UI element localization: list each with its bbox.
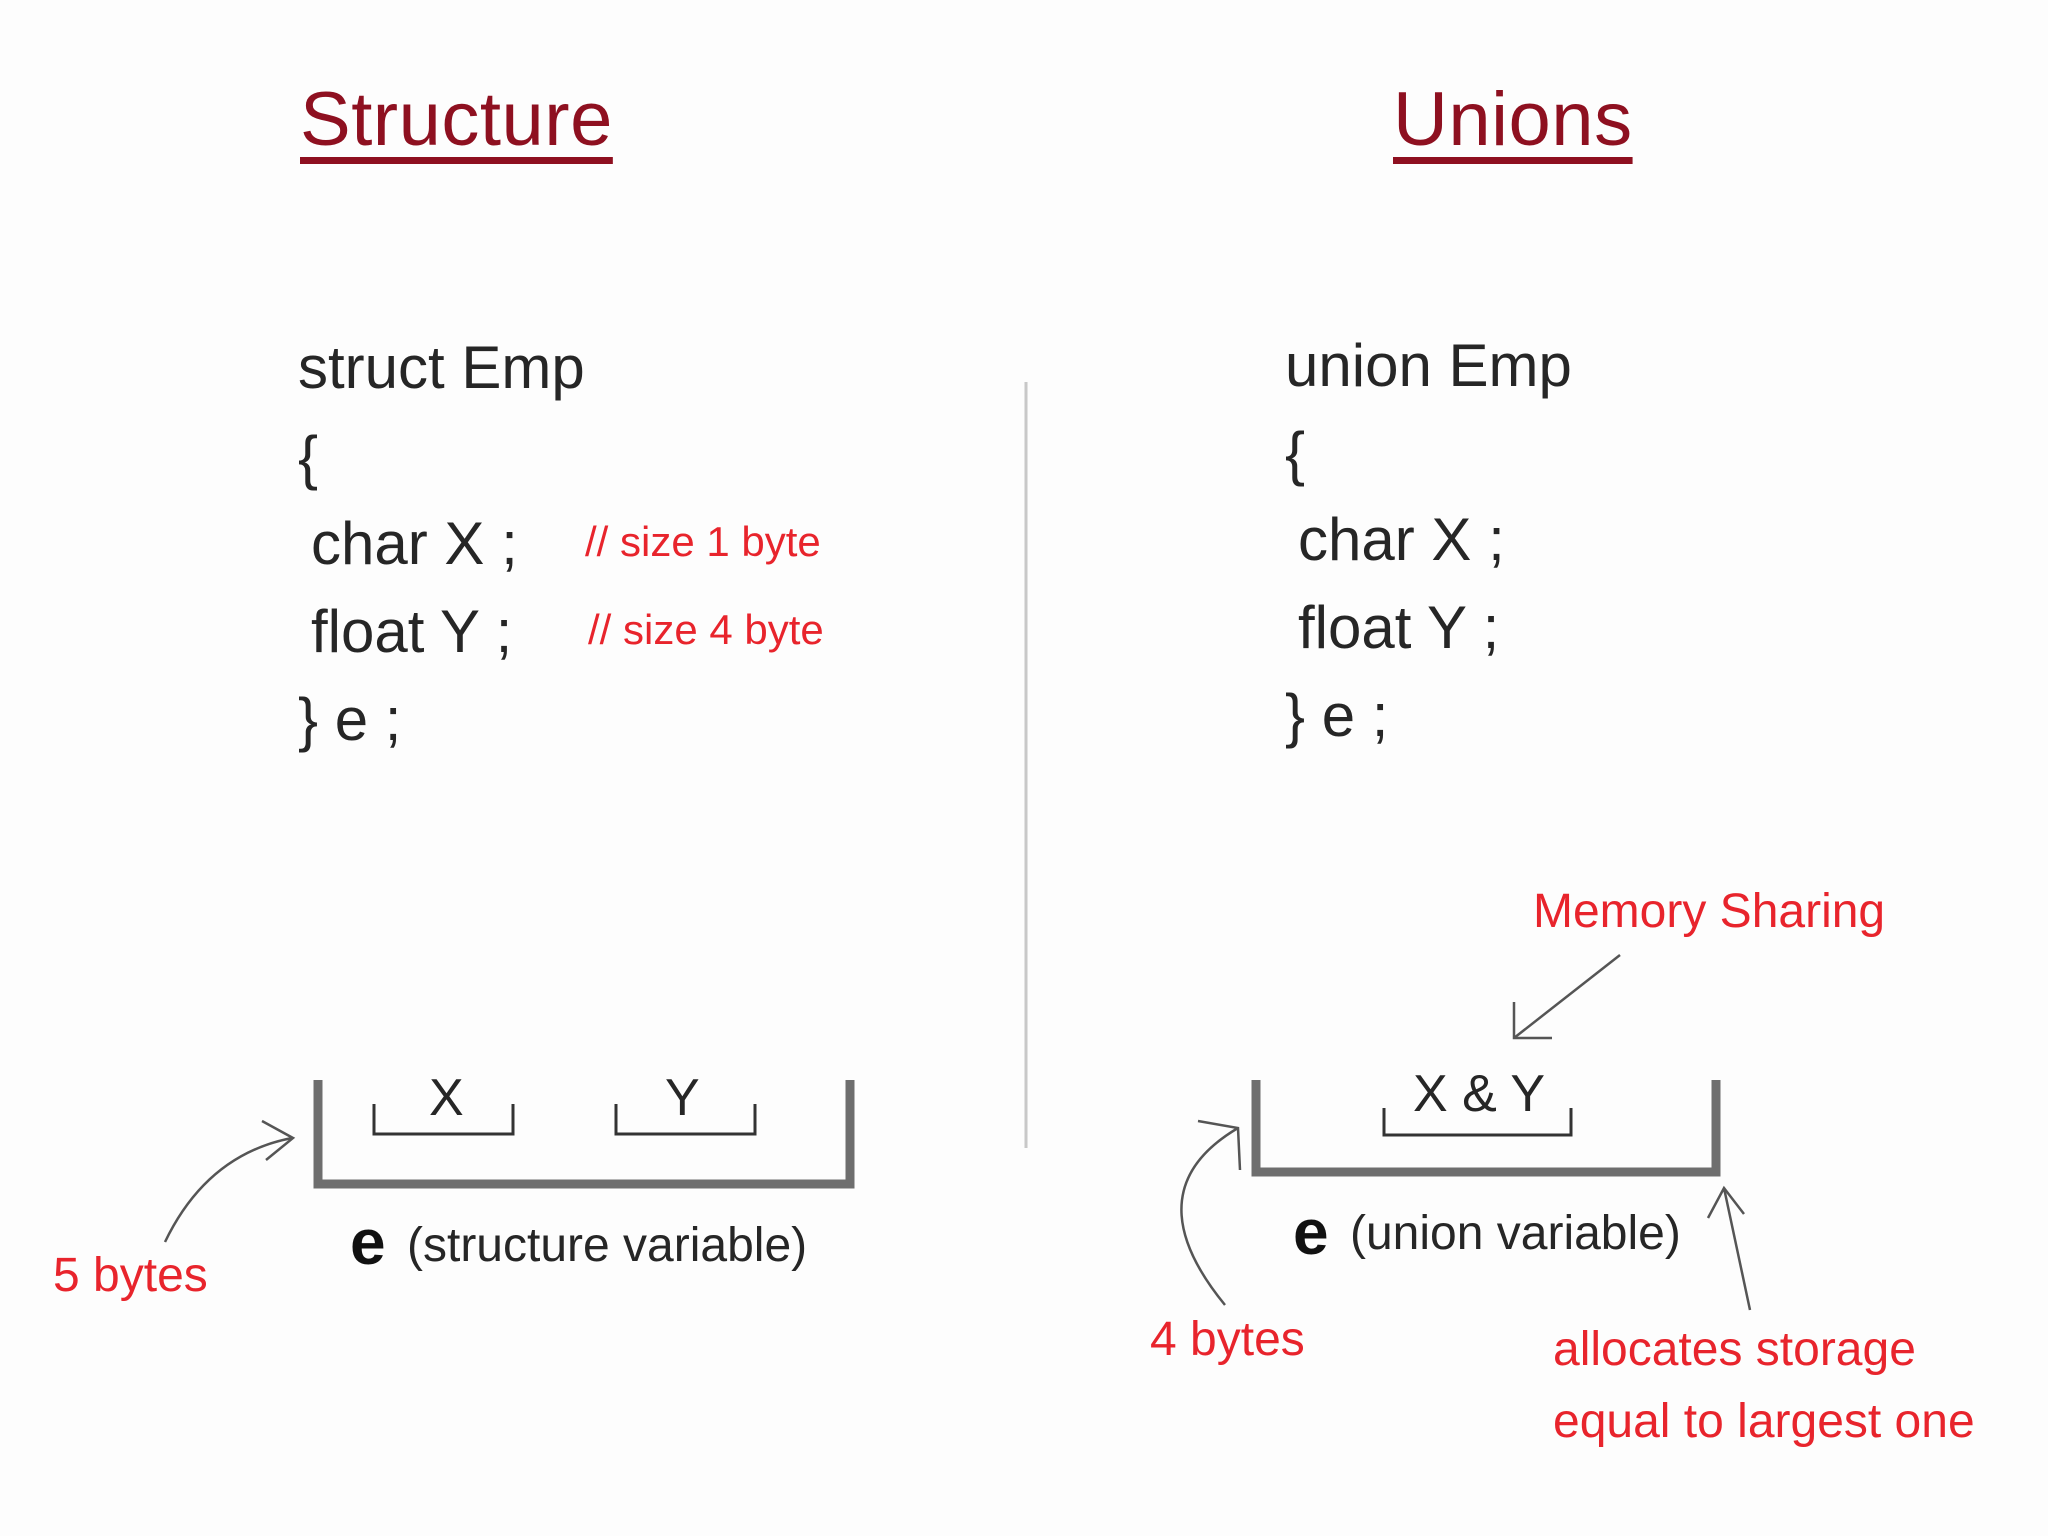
union-field-bracket	[1382, 1108, 1573, 1137]
union-code-line-3: char X ;	[1298, 506, 1505, 573]
storage-note-line-2: equal to largest one	[1553, 1395, 1975, 1448]
union-caption-var: e	[1293, 1196, 1329, 1268]
structure-field-x-label: X	[429, 1069, 464, 1127]
five-bytes-arrow	[163, 1119, 296, 1243]
structure-heading: Structure	[300, 77, 613, 162]
storage-note-line-1: allocates storage	[1553, 1323, 1916, 1376]
union-code-line-5: } e ;	[1285, 682, 1389, 749]
union-field-label: X & Y	[1413, 1065, 1546, 1123]
structure-code-line-1: struct Emp	[298, 334, 585, 401]
structure-caption-var: e	[350, 1206, 386, 1278]
union-code-line-2: {	[1285, 420, 1306, 487]
union-code-line-4: float Y ;	[1298, 594, 1500, 661]
unions-heading: Unions	[1393, 77, 1633, 162]
structure-code-line-5: } e ;	[298, 686, 402, 753]
storage-note-arrow	[1706, 1185, 1752, 1311]
union-caption-text: (union variable)	[1350, 1207, 1681, 1260]
union-code-line-1: union Emp	[1285, 332, 1572, 399]
structure-field-y-bracket	[614, 1104, 757, 1136]
memory-sharing-arrow	[1512, 954, 1621, 1040]
structure-caption-text: (structure variable)	[407, 1219, 808, 1272]
structure-code-line-3: char X ;	[311, 510, 518, 577]
structure-size-note: 5 bytes	[53, 1249, 208, 1302]
union-size-note: 4 bytes	[1150, 1313, 1305, 1366]
four-bytes-arrow	[1180, 1119, 1242, 1306]
structure-code-line-2: {	[298, 424, 319, 491]
structure-field-y-label: Y	[665, 1069, 700, 1127]
structure-container-box	[313, 1080, 855, 1189]
memory-sharing-note: Memory Sharing	[1533, 885, 1886, 938]
union-container-box	[1251, 1080, 1721, 1177]
structure-field-x-bracket	[372, 1104, 515, 1136]
structure-comment-y: // size 4 byte	[588, 606, 824, 653]
structure-code-line-4: float Y ;	[311, 598, 513, 665]
structure-comment-x: // size 1 byte	[585, 518, 821, 565]
